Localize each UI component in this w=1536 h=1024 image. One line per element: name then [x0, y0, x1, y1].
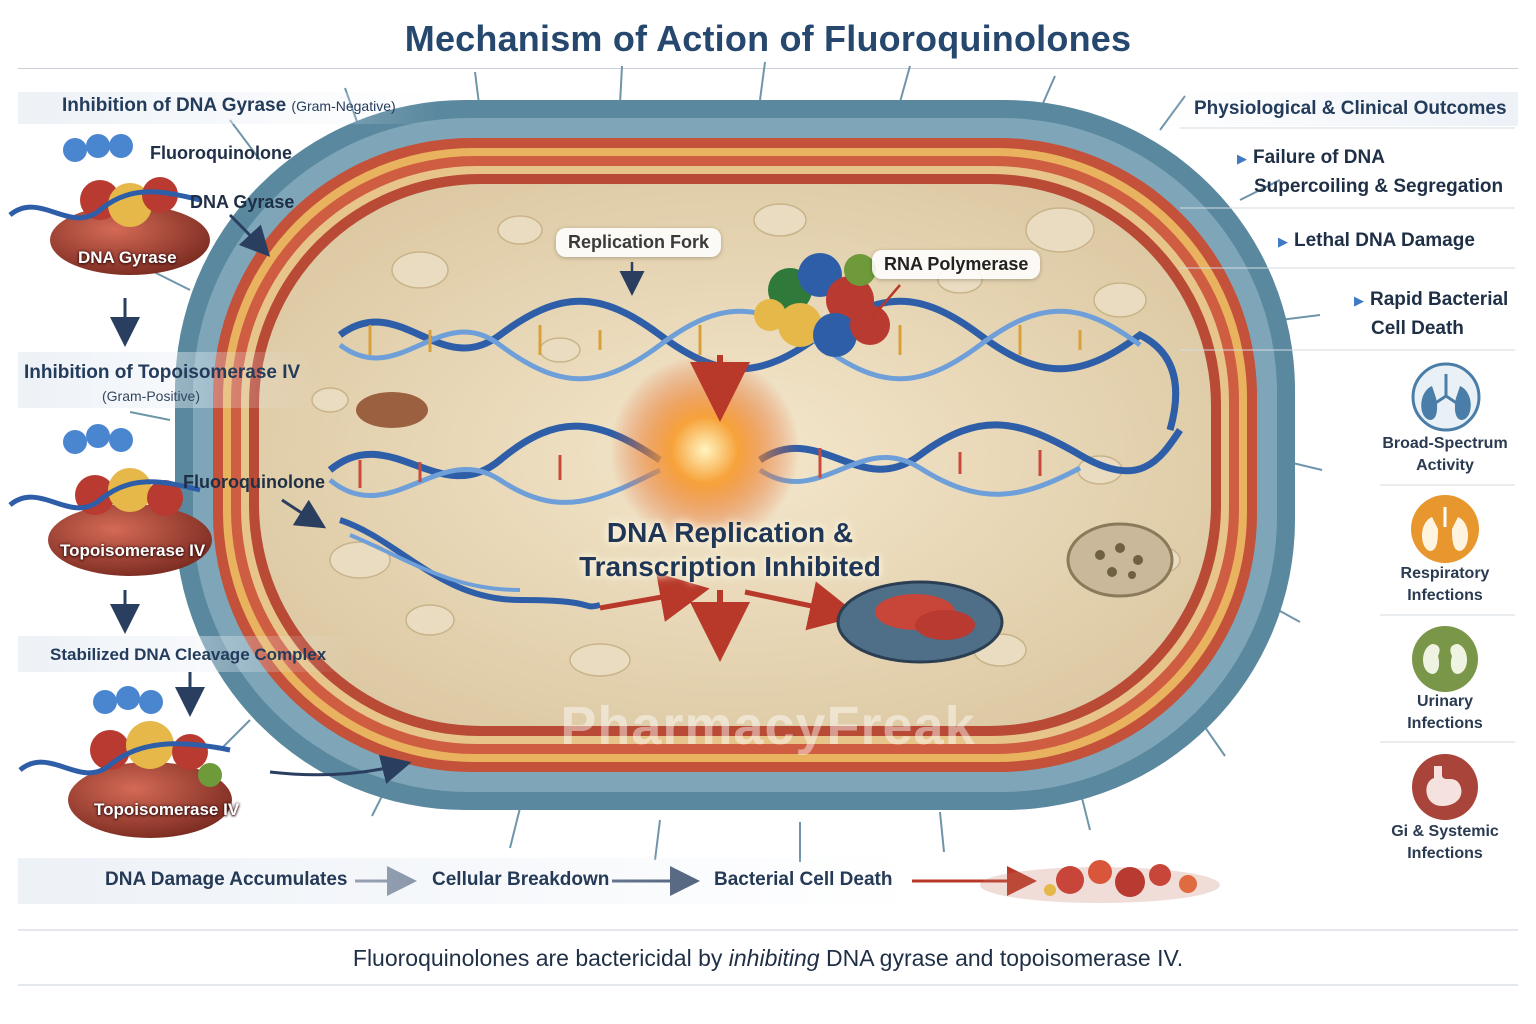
watermark: PharmacyFreak: [560, 696, 976, 756]
step3-heading: Stabilized DNA Cleavage Complex: [50, 645, 327, 664]
step2-enzyme-label: Topoisomerase IV: [60, 541, 206, 560]
outcome-3-line2: Cell Death: [1371, 318, 1464, 339]
step1-drug-label: Fluoroquinolone: [150, 143, 292, 163]
icon-1-line1: Broad-Spectrum: [1382, 435, 1508, 452]
dna-break-burst: [610, 355, 800, 545]
outcome-3-line1: Rapid Bacterial: [1370, 289, 1509, 310]
outcome-1-line2: Supercoiling & Segregation: [1254, 176, 1504, 197]
center-message-line2: Transcription Inhibited: [579, 551, 881, 582]
step1-heading: Inhibition of DNA Gyrase (Gram-Negative): [62, 95, 396, 117]
flow-band: [18, 858, 918, 904]
step2-band: [18, 352, 318, 408]
icon-label-gi-systemic: Gi & Systemic Infections: [1372, 821, 1518, 865]
flow-step-2: Cellular Breakdown: [432, 869, 610, 890]
rna-polymerase-label: RNA Polymerase: [872, 250, 1041, 279]
outcome-3: ▶ Rapid Bacterial Cell Death: [1354, 286, 1508, 343]
step1-band: [18, 92, 438, 124]
step2-heading-note: (Gram-Positive): [102, 388, 201, 404]
inclusion-body: [1066, 522, 1174, 598]
rna-polymerase-complex: [754, 253, 890, 357]
cleavage-complex-illustration: [18, 686, 232, 838]
icon-label-urinary: Urinary Infections: [1372, 691, 1518, 735]
icon-label-broad-spectrum: Broad-Spectrum Activity: [1372, 433, 1518, 477]
bullet-triangle-icon: ▶: [1278, 234, 1288, 249]
step1-enzyme-pointer: DNA Gyrase: [190, 192, 295, 212]
outcome-2: ▶ Lethal DNA Damage: [1278, 227, 1475, 256]
lungs-icon: [1411, 495, 1479, 563]
step1-heading-note: (Gram-Negative): [291, 98, 396, 114]
lungs-icon: [1411, 362, 1481, 432]
damaged-protein-plate: [836, 580, 1004, 664]
center-message-line1: DNA Replication &: [606, 517, 854, 548]
granule-brown: [356, 392, 428, 428]
icon-4-line1: Gi & Systemic: [1391, 823, 1499, 840]
icon-2-line1: Respiratory: [1400, 565, 1490, 582]
step3-band: [18, 636, 348, 672]
step3-enzyme-label: Topoisomerase IV: [94, 800, 240, 819]
step1-enzyme-label: DNA Gyrase: [78, 248, 177, 267]
cell-debris: [980, 860, 1220, 903]
step2-heading: Inhibition of Topoisomerase IV: [24, 362, 301, 383]
outcomes-band: [1160, 92, 1518, 126]
icon-4-line2: Infections: [1407, 845, 1483, 862]
outcome-1: ▶ Failure of DNA Supercoiling & Segregati…: [1237, 144, 1503, 201]
page-title: Mechanism of Action of Fluoroquinolones: [404, 18, 1132, 59]
bullet-triangle-icon: ▶: [1354, 293, 1364, 308]
footer-part3: DNA gyrase and topoisomerase IV.: [819, 945, 1184, 971]
dna-helix-lower: [327, 421, 1183, 610]
topoisomerase-iv-illustration: [8, 424, 212, 576]
replication-fork-label: Replication Fork: [556, 228, 722, 257]
outcomes-heading: Physiological & Clinical Outcomes: [1194, 98, 1507, 119]
bullet-triangle-icon: ▶: [1237, 151, 1247, 166]
title-divider: [18, 68, 1518, 69]
footer-part1: Fluoroquinolones are bactericidal by: [352, 945, 729, 971]
footer-part2: inhibiting: [728, 945, 820, 971]
flow-step-3: Bacterial Cell Death: [714, 869, 893, 890]
outcome-1-line1: Failure of DNA: [1253, 147, 1385, 168]
footer-summary: Fluoroquinolones are bactericidal by inh…: [0, 945, 1536, 972]
icon-3-line2: Infections: [1407, 715, 1483, 732]
kidney-icon: [1412, 626, 1478, 692]
outcome-2-line1: Lethal DNA Damage: [1294, 230, 1475, 251]
step1-heading-text: Inhibition of DNA Gyrase: [62, 95, 287, 116]
stomach-icon: [1412, 754, 1478, 820]
icon-3-line1: Urinary: [1416, 693, 1474, 710]
dna-helix-upper: [337, 297, 1180, 431]
icon-1-line2: Activity: [1416, 457, 1474, 474]
step2-drug-label: Fluoroquinolone: [183, 472, 325, 492]
icon-2-line2: Infections: [1407, 587, 1483, 604]
flow-step-1: DNA Damage Accumulates: [105, 869, 348, 890]
center-message: DNA Replication & Transcription Inhibite…: [560, 516, 900, 584]
dna-gyrase-illustration: [8, 134, 210, 275]
icon-label-respiratory: Respiratory Infections: [1372, 563, 1518, 607]
